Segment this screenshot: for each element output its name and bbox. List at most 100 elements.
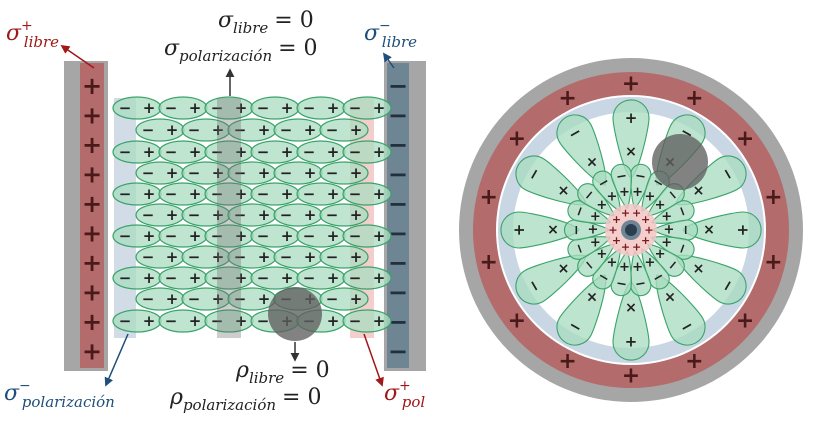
inner-core-plus-sign: + xyxy=(621,241,630,254)
dipole: −+ xyxy=(227,161,277,185)
dipole-minus-sign: − xyxy=(326,206,339,224)
outer-dipole-cross: × xyxy=(558,261,570,277)
dipole: −+ xyxy=(342,266,392,290)
dipole: −+ xyxy=(273,203,323,227)
dipole-plus-sign: + xyxy=(235,269,248,287)
dipole-minus-sign: − xyxy=(142,164,155,182)
inner-dipole-minus-sign: − xyxy=(570,225,585,236)
dipole-plus-sign: + xyxy=(281,269,294,287)
inner-dipole-minus-sign: − xyxy=(634,275,647,292)
left-plate-plus-sign: + xyxy=(82,102,102,130)
outer-dipole-sign: + xyxy=(734,224,752,237)
dipole-ellipse xyxy=(342,224,392,248)
dipole-plus-sign: + xyxy=(258,121,271,139)
inner-dipole-plus-sign: + xyxy=(661,210,672,225)
left-plate-plus-sign: + xyxy=(82,220,102,248)
outer-shell-plus-sign: + xyxy=(764,185,782,210)
dipole-plus-sign: + xyxy=(327,99,340,117)
inner-conductor-core xyxy=(625,224,637,236)
dipole-minus-sign: − xyxy=(234,121,247,139)
dipole-plus-sign: + xyxy=(258,164,271,182)
right-plate-minus-sign: − xyxy=(388,102,408,130)
dipole-plus-sign: + xyxy=(143,99,156,117)
outer-dipole-cross: × xyxy=(586,290,598,306)
dipole: −+ xyxy=(204,309,254,333)
label-rho-polarizacion-zero: ρpolarización= 0 xyxy=(169,385,321,414)
dipole-plus-sign: + xyxy=(189,312,202,330)
dipole: −+ xyxy=(112,309,162,333)
dipole-plus-sign: + xyxy=(212,121,225,139)
inner-dipole-plus-sign: + xyxy=(588,223,599,238)
inner-dipole-plus-sign: + xyxy=(632,260,643,275)
inner-core-plus-sign: + xyxy=(608,224,617,237)
inner-dipole-minus-sign: − xyxy=(571,241,589,256)
inner-dipole-minus-sign: − xyxy=(634,168,647,185)
inner-dipole-plus-sign: + xyxy=(596,247,607,262)
dipole: −+ xyxy=(158,96,208,120)
inner-core-plus-sign: + xyxy=(641,234,650,247)
dipole-minus-sign: − xyxy=(211,99,224,117)
left-plate-plus-sign: + xyxy=(82,161,102,189)
outer-shell-signs: ++++++++++++++ xyxy=(479,72,782,389)
left-polarization-layer xyxy=(114,98,136,338)
dipole-minus-sign: − xyxy=(349,227,362,245)
dipole: −+ xyxy=(135,161,185,185)
dipole-plus-sign: + xyxy=(143,312,156,330)
dipole-plus-sign: + xyxy=(373,227,386,245)
outer-shell-plus-sign: + xyxy=(685,86,703,111)
dipole-plus-sign: + xyxy=(166,121,179,139)
outer-dipole xyxy=(612,281,650,361)
dipole-plus-sign: + xyxy=(166,248,179,266)
dipole: −+ xyxy=(158,224,208,248)
dipole-minus-sign: − xyxy=(119,269,132,287)
dipole-minus-sign: − xyxy=(326,164,339,182)
right-plate-charged-layer xyxy=(387,63,409,368)
outer-dipole xyxy=(556,114,607,186)
left-plate-plus-sign: + xyxy=(82,279,102,307)
inner-core-plus-sign: + xyxy=(641,213,650,226)
dipole-minus-sign: − xyxy=(188,248,201,266)
inner-core-plus-sign: + xyxy=(632,241,641,254)
dipole-grid: −+−+−+−+−+−+−+−+−+−+−+−+−+−+−+−+−+−+−+−+… xyxy=(112,96,392,333)
outer-dipole-sign: + xyxy=(625,109,638,127)
arrow-sigma-polarizacion-minus xyxy=(104,333,129,387)
dipole-plus-sign: + xyxy=(281,143,294,161)
right-plate-minus-sign: − xyxy=(388,279,408,307)
outer-shell-plus-sign: + xyxy=(685,349,703,374)
outer-dipole xyxy=(500,211,580,249)
dipole-ellipse xyxy=(319,287,369,311)
inner-core-plus-sign: + xyxy=(632,206,641,219)
dipole-plus-sign: + xyxy=(258,206,271,224)
inner-dipole-plus-sign: + xyxy=(619,260,630,275)
label-sigma-libre-plus: σ+libre xyxy=(6,18,59,51)
right-plate-minus-sign: − xyxy=(388,190,408,218)
dipole-plus-sign: + xyxy=(373,99,386,117)
dipole-minus-sign: − xyxy=(142,290,155,308)
dipole-minus-sign: − xyxy=(119,143,132,161)
dipole: −+ xyxy=(250,182,300,206)
outer-shell-plus-sign: + xyxy=(558,86,576,111)
dipole-minus-sign: − xyxy=(303,99,316,117)
dipole-minus-sign: − xyxy=(349,312,362,330)
label-sigma-pol-plus: σ+pol xyxy=(384,378,425,411)
right-plate-minus-sign: − xyxy=(388,338,408,366)
dipole: −+ xyxy=(342,96,392,120)
inner-dipole-plus-sign: + xyxy=(655,247,666,262)
dipole-ellipse xyxy=(319,161,369,185)
dipole: −+ xyxy=(204,266,254,290)
dipole-minus-sign: − xyxy=(303,227,316,245)
inner-dipole-minus-sign: − xyxy=(571,204,589,219)
inner-dipole-plus-sign: + xyxy=(645,255,656,270)
inner-dipole-minus-sign: − xyxy=(673,204,691,219)
dipole-minus-sign: − xyxy=(142,248,155,266)
dipole-plus-sign: + xyxy=(212,248,225,266)
dipole-minus-sign: − xyxy=(165,99,178,117)
dipole-plus-sign: + xyxy=(327,312,340,330)
label-sigma-polarizacion-minus: σ−polarización xyxy=(4,378,115,411)
dipole: −+ xyxy=(204,224,254,248)
dipole-minus-sign: − xyxy=(326,248,339,266)
outer-shell-plus-sign: + xyxy=(764,250,782,275)
dipole: −+ xyxy=(319,161,369,185)
